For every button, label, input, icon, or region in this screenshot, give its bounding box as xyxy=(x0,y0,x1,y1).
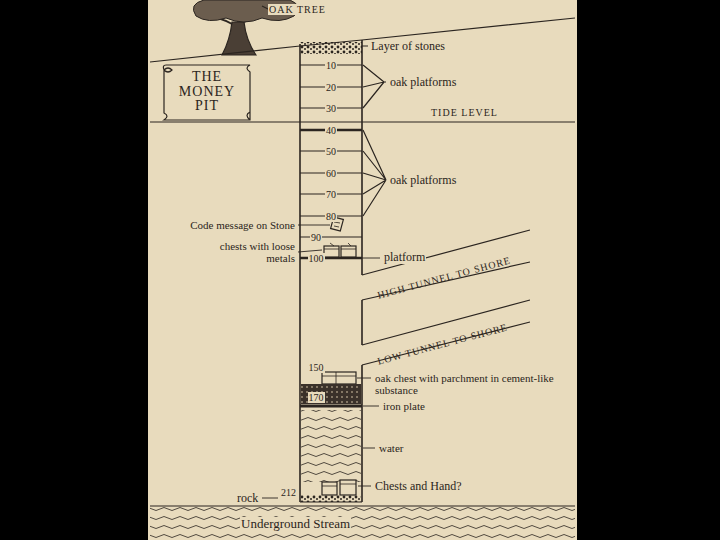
depth-number: 60 xyxy=(325,168,337,179)
part-label: oak chest with parchment in cement-like … xyxy=(374,372,562,396)
depth-number: 80 xyxy=(325,211,337,222)
depth-number: 90 xyxy=(310,232,322,243)
part-label: Chests and Hand? xyxy=(374,480,463,493)
part-label: Layer of stones xyxy=(370,40,446,53)
part-label: iron plate xyxy=(382,400,426,412)
depth-number: 100 xyxy=(308,253,325,264)
depth-number: 30 xyxy=(325,103,337,114)
depth-number: 40 xyxy=(325,125,337,136)
level-label: TIDE LEVEL xyxy=(430,107,499,118)
title-scroll: THE MONEY PIT xyxy=(160,62,254,123)
scroll-title: THE MONEY PIT xyxy=(174,70,240,114)
depth-number: 150 xyxy=(308,362,325,373)
depth-number: 170 xyxy=(308,392,325,403)
depth-number: 50 xyxy=(325,146,337,157)
tree-label: OAK TREE xyxy=(268,4,327,15)
part-label: oak platforms xyxy=(389,76,457,89)
stream-label: Underground Stream xyxy=(240,517,351,531)
part-label: rock xyxy=(236,492,259,505)
note-label: Code message on Stone xyxy=(189,219,296,231)
part-label: platform xyxy=(383,251,426,264)
depth-number: 20 xyxy=(325,82,337,93)
depth-number: 70 xyxy=(325,189,337,200)
part-label: oak platforms xyxy=(389,174,457,187)
depth-number: 10 xyxy=(325,60,337,71)
depth-number: 212 xyxy=(280,487,297,498)
part-label: chests with loose metals xyxy=(190,240,296,264)
tunnel-label: LOW TUNNEL TO SHORE xyxy=(375,321,509,367)
part-label: water xyxy=(378,442,404,454)
